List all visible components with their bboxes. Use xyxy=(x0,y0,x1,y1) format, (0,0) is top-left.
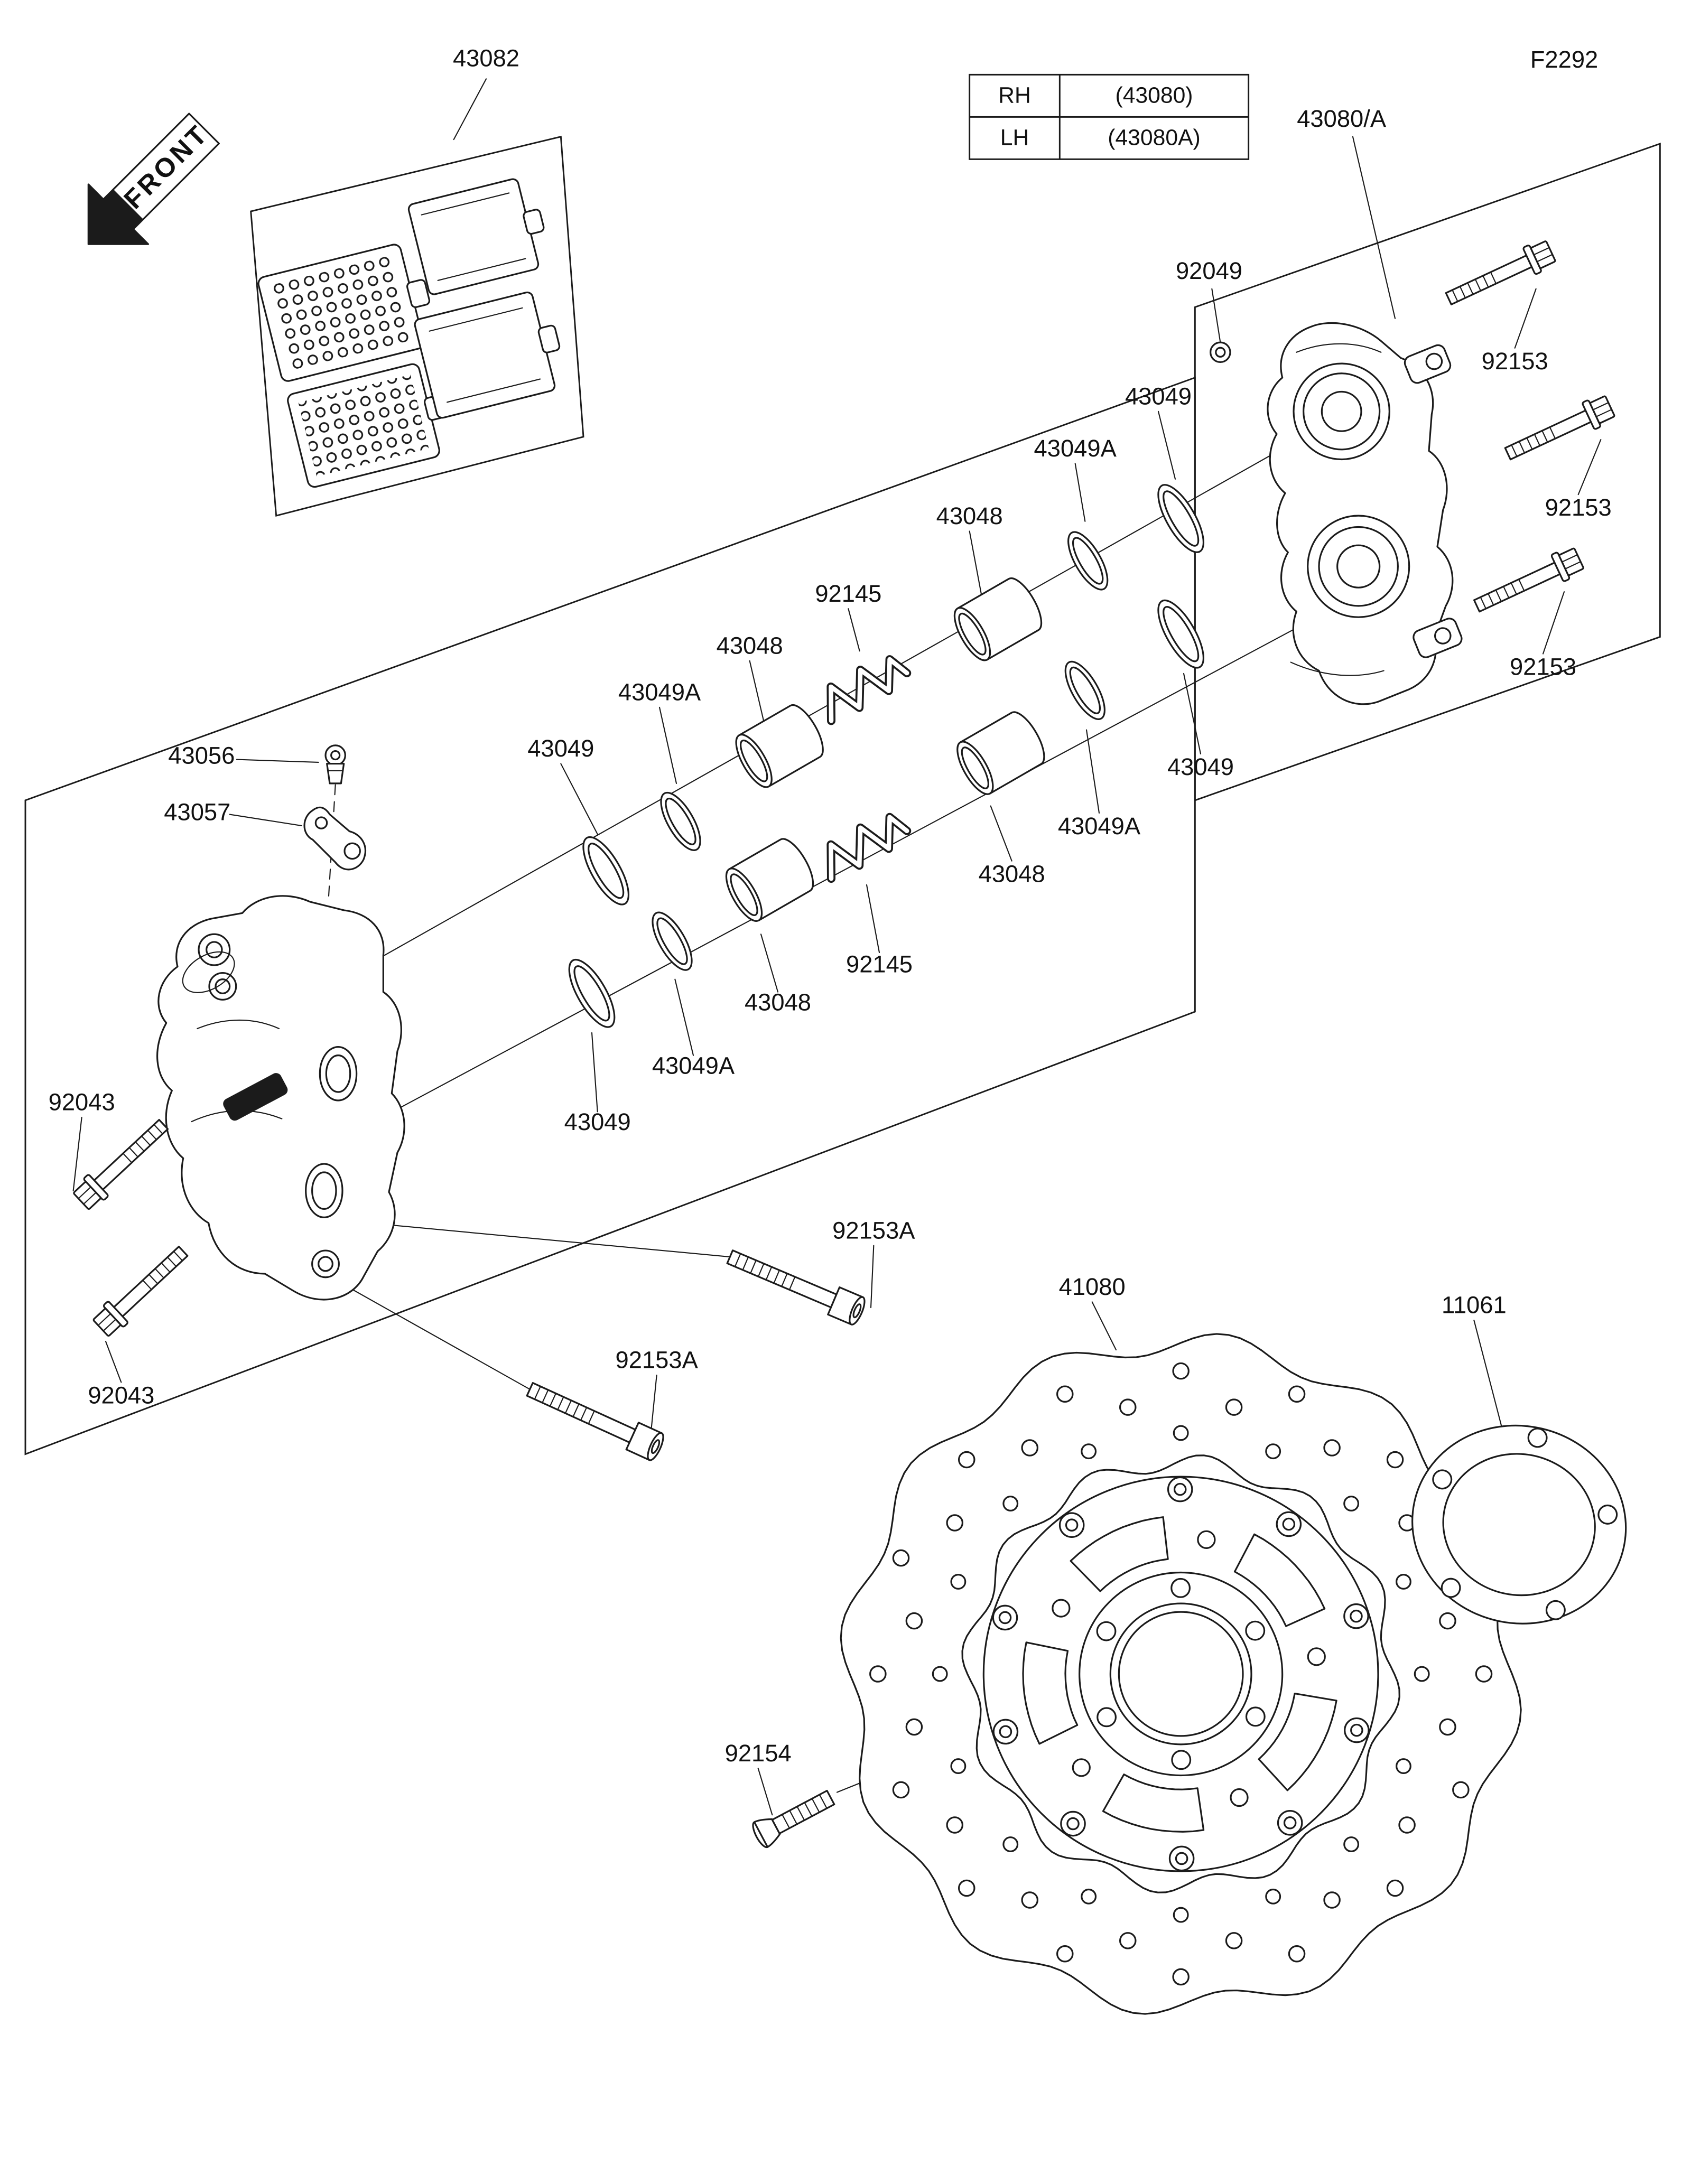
label-43049-l1: 43049 xyxy=(527,735,594,762)
front-arrow-head xyxy=(88,184,148,245)
label-92043-2: 92043 xyxy=(88,1382,154,1408)
label-92145-1: 92145 xyxy=(815,580,881,607)
clamp-43057 xyxy=(303,806,366,871)
label-92153a-1: 92153A xyxy=(616,1347,699,1374)
bolt-92153-2 xyxy=(1500,391,1618,468)
assembly-axis-lines xyxy=(326,436,1325,1793)
brake-pad-3 xyxy=(407,178,545,295)
label-43082: 43082 xyxy=(453,44,519,71)
table-part-lh: (43080A) xyxy=(1108,125,1200,151)
seal-43049-1 xyxy=(573,829,638,912)
label-43049a-r1: 43049A xyxy=(1034,435,1117,462)
pads-frame xyxy=(250,135,584,517)
label-92043-1: 92043 xyxy=(49,1089,115,1116)
rh-lh-table: RH (43080) LH (43080A) xyxy=(969,73,1250,160)
label-41080: 41080 xyxy=(1059,1273,1126,1300)
label-43080a: 43080/A xyxy=(1297,105,1387,132)
piston-43048-4 xyxy=(950,706,1052,800)
seal-43049a-4 xyxy=(1057,655,1113,726)
disc-shim-11061 xyxy=(1411,1424,1627,1625)
piston-43048-1 xyxy=(728,699,831,794)
bolt-92154 xyxy=(749,1784,838,1851)
label-43049a-l1: 43049A xyxy=(618,679,701,706)
front-label: FRONT xyxy=(118,118,215,215)
brake-pad-4 xyxy=(414,291,561,419)
caliper-left xyxy=(156,895,405,1301)
fiche-code-label: F2292 xyxy=(1530,46,1599,73)
caliper-logo-patch xyxy=(223,1073,288,1121)
label-43049-l2: 43049 xyxy=(564,1108,631,1135)
label-43049-r1: 43049 xyxy=(1125,382,1192,409)
label-92153-2: 92153 xyxy=(1545,494,1612,521)
piston-43048-2 xyxy=(718,833,821,927)
seal-43049a-3 xyxy=(1060,525,1116,596)
bolt-92153-3 xyxy=(1470,544,1586,620)
label-92049: 92049 xyxy=(1176,257,1242,284)
bolt-92043-2 xyxy=(89,1239,194,1340)
caliper-right xyxy=(1267,322,1463,705)
table-side-rh: RH xyxy=(998,83,1031,108)
label-43049-r2: 43049 xyxy=(1167,753,1234,780)
table-part-rh: (43080) xyxy=(1115,83,1193,108)
label-92153a-2: 92153A xyxy=(832,1217,915,1244)
brake-pad-1 xyxy=(257,244,431,382)
label-leader-lines xyxy=(72,78,1602,1816)
label-43056: 43056 xyxy=(168,742,235,769)
label-43048-r2: 43048 xyxy=(979,861,1045,888)
bleeder-valve-43056 xyxy=(324,744,346,785)
label-11061: 11061 xyxy=(1442,1292,1507,1319)
label-43049a-l2: 43049A xyxy=(652,1052,735,1079)
bolt-92153-1 xyxy=(1441,237,1558,313)
pad-spring-92145-2 xyxy=(817,810,912,879)
brake-pads-group xyxy=(257,178,561,488)
label-92153-3: 92153 xyxy=(1510,654,1576,680)
label-43057: 43057 xyxy=(164,798,230,825)
seal-43049a-2 xyxy=(644,906,701,977)
bolt-92153a-1 xyxy=(523,1375,667,1463)
part-labels: F2292 43082 43080/A 92049 92153 92153 92… xyxy=(49,44,1612,1767)
label-43048-l2: 43048 xyxy=(745,988,811,1015)
label-92154: 92154 xyxy=(725,1740,792,1767)
brake-pad-2 xyxy=(287,363,446,488)
label-43048-r1: 43048 xyxy=(936,502,1003,529)
pad-spring-92145-1 xyxy=(817,652,912,721)
label-92145-2: 92145 xyxy=(846,950,913,977)
bolt-92043-1 xyxy=(70,1113,175,1213)
label-43048-l1: 43048 xyxy=(717,632,783,659)
front-arrow: FRONT xyxy=(87,113,220,245)
label-43049a-r2: 43049A xyxy=(1058,813,1141,839)
table-side-lh: LH xyxy=(1000,125,1029,151)
brake-disc-41080 xyxy=(840,1333,1522,2015)
seal-43049a-1 xyxy=(652,786,709,857)
seal-43049-4 xyxy=(1148,593,1213,675)
washer-92049 xyxy=(1210,341,1231,363)
left-assembly-frame xyxy=(24,376,1196,1455)
label-92153-1: 92153 xyxy=(1482,348,1548,375)
bolt-92153a-2 xyxy=(723,1242,869,1328)
piston-43048-3 xyxy=(946,572,1049,666)
